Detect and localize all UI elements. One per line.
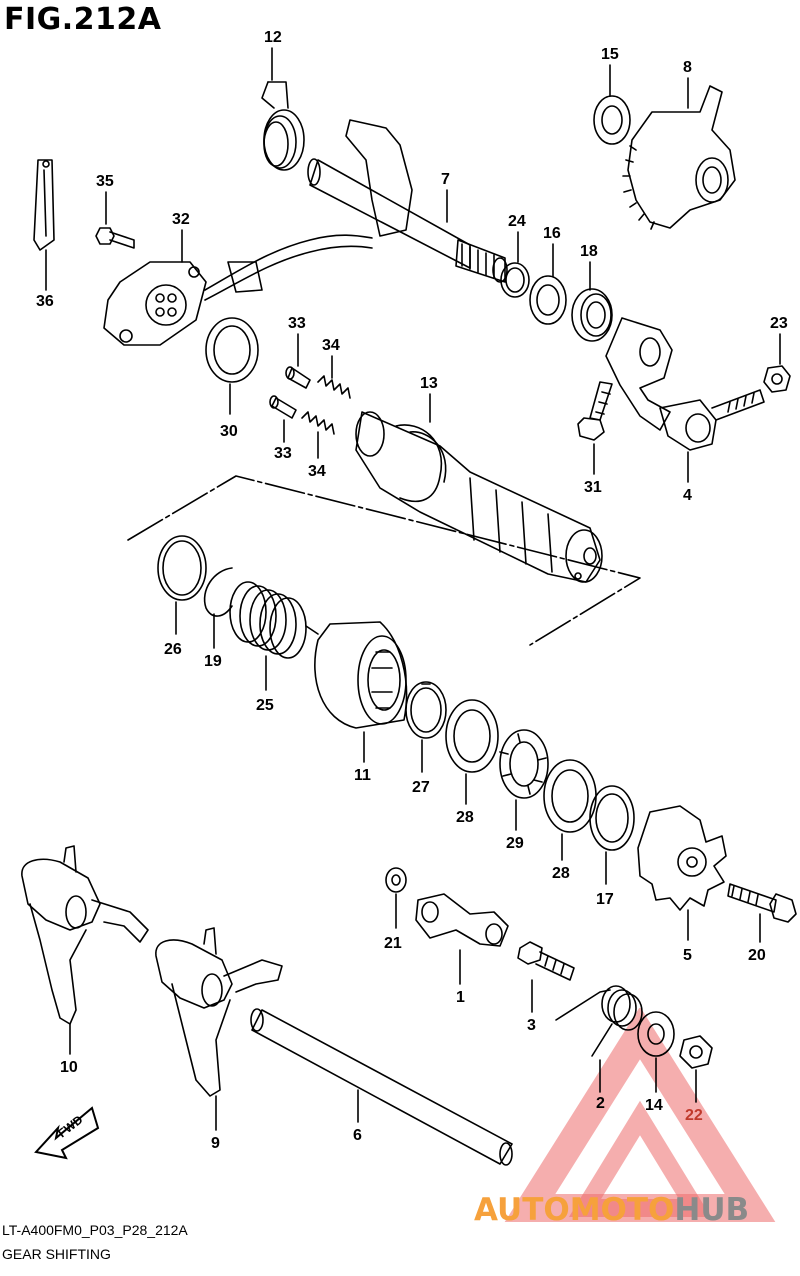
callout-2: 2 [596, 1095, 605, 1112]
part-15-oil-seal [593, 95, 631, 145]
watermark-text-accent: AUTOMOTO [474, 1192, 675, 1228]
assembly-enclosure [127, 475, 641, 646]
part-1-gearshift-cam-stopper-arm [415, 893, 509, 947]
callout-23: 23 [770, 315, 788, 332]
part-26-washer [157, 535, 207, 601]
part-20-bolt [727, 883, 797, 923]
callout-28-a: 28 [456, 809, 474, 826]
fwd-arrow-icon: FWD [34, 1106, 100, 1160]
part-7-gearshift-shaft [307, 119, 508, 283]
part-13-gearshift-cam [355, 411, 603, 583]
watermark-text-gray: HUB [674, 1192, 750, 1228]
callout-31: 31 [584, 479, 602, 496]
footer-description: GEAR SHIFTING [2, 1246, 111, 1262]
callout-16: 16 [543, 225, 561, 242]
part-9-gearshift-fork [155, 927, 283, 1097]
callout-5: 5 [683, 947, 692, 964]
callout-34-upper: 34 [322, 337, 340, 354]
part-10-gearshift-fork [21, 845, 149, 1025]
callout-18: 18 [580, 243, 598, 260]
part-34-spring-lower [301, 411, 335, 435]
callout-27: 27 [412, 779, 430, 796]
part-12-return-spring [261, 81, 305, 171]
callout-12: 12 [264, 29, 282, 46]
callout-20: 20 [748, 947, 766, 964]
part-29-bearing [499, 729, 549, 799]
callout-28-b: 28 [552, 865, 570, 882]
part-5-gearshift-cam-plate [637, 805, 727, 911]
part-25-spring [229, 581, 319, 659]
figure-title: FIG.212A [4, 2, 162, 37]
part-35-bolt [95, 227, 135, 249]
part-3-bolt [517, 941, 575, 981]
callout-17: 17 [596, 891, 614, 908]
part-18-oil-seal [571, 288, 613, 342]
callout-6: 6 [353, 1127, 362, 1144]
callout-14: 14 [645, 1097, 663, 1114]
part-27-circlip [405, 681, 447, 739]
callout-24: 24 [508, 213, 526, 230]
callout-3: 3 [527, 1017, 536, 1034]
callout-30: 30 [220, 423, 238, 440]
part-17-washer [589, 785, 635, 851]
watermark-inner-triangle [568, 1100, 712, 1217]
part-36-clamp [33, 159, 55, 251]
callout-29: 29 [506, 835, 524, 852]
part-33-pin-upper [285, 366, 311, 389]
part-19-circlip [203, 567, 233, 617]
part-6-gearshift-fork-shaft [250, 1008, 513, 1166]
callout-33-upper: 33 [288, 315, 306, 332]
part-16-washer [529, 275, 567, 325]
part-31-bolt [577, 381, 613, 441]
part-2-stopper-spring [555, 985, 643, 1057]
callout-1: 1 [456, 989, 465, 1006]
callout-11: 11 [354, 767, 371, 784]
part-11-gearshift-cam-stopper [314, 621, 408, 729]
callout-9: 9 [211, 1135, 220, 1152]
callout-25: 25 [256, 697, 274, 714]
part-28-washer-b [543, 759, 597, 833]
part-14-washer [637, 1011, 675, 1057]
callout-8: 8 [683, 59, 692, 76]
watermark-text: AUTOMOTOHUB [474, 1192, 749, 1228]
callout-19: 19 [204, 653, 222, 670]
part-28-washer-a [445, 699, 499, 773]
callout-34-lower: 34 [308, 463, 326, 480]
callout-32: 32 [172, 211, 190, 228]
callout-26: 26 [164, 641, 182, 658]
watermark-logo [504, 1008, 776, 1222]
part-32-gear-position-switch [103, 234, 373, 346]
callout-10: 10 [60, 1059, 78, 1076]
callout-4: 4 [683, 487, 692, 504]
part-4-gearshift-lever [605, 317, 765, 451]
part-33-pin-lower [269, 395, 297, 419]
callout-33-lower: 33 [274, 445, 292, 462]
callout-15: 15 [601, 46, 619, 63]
part-24-circlip [500, 262, 530, 298]
callout-35: 35 [96, 173, 114, 190]
footer-code: LT-A400FM0_P03_P28_212A [2, 1222, 188, 1238]
part-8-gearshift-cam-drive-gear [622, 85, 736, 230]
part-30-o-ring [205, 317, 259, 383]
callout-36: 36 [36, 293, 54, 310]
callout-22: 22 [685, 1107, 703, 1124]
callout-13: 13 [420, 375, 438, 392]
part-21-washer [385, 867, 407, 893]
callout-21: 21 [384, 935, 402, 952]
part-22-nut [679, 1035, 713, 1069]
part-34-spring-upper [317, 375, 351, 399]
callout-labels: 12 15 8 35 32 7 24 16 18 36 23 33 34 13 … [36, 29, 788, 1152]
callout-7: 7 [441, 171, 450, 188]
part-23-nut [763, 365, 791, 393]
